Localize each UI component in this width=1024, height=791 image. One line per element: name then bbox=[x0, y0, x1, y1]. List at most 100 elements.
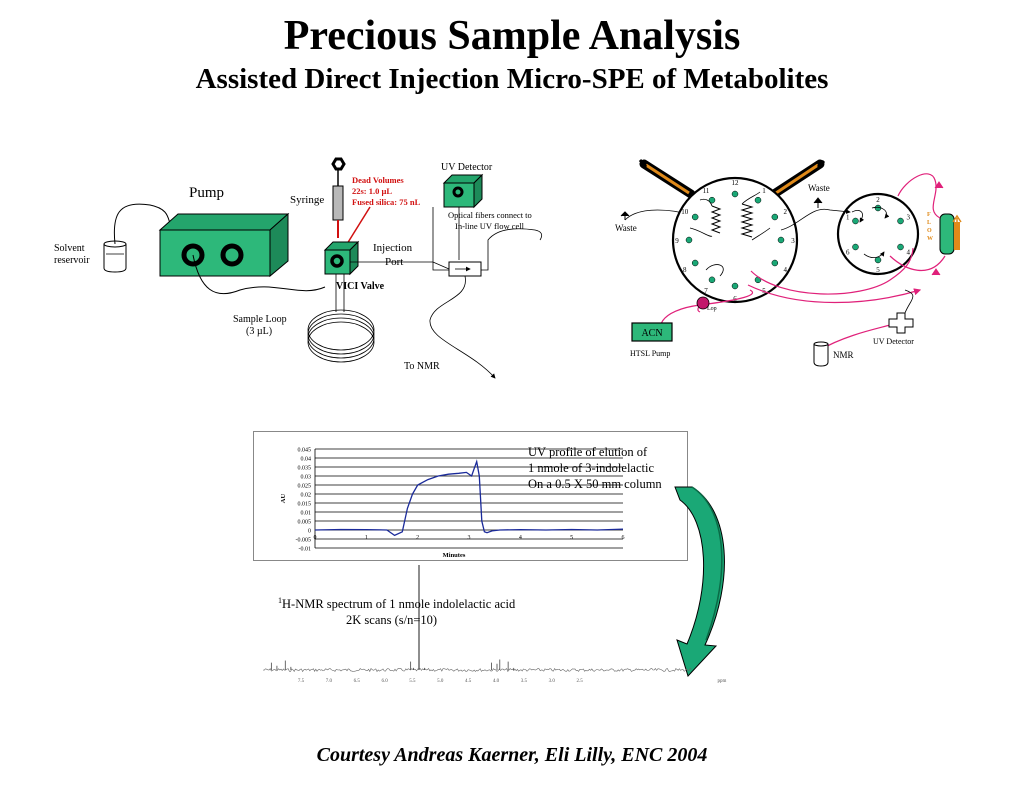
valve-port-label: 2 bbox=[876, 196, 880, 204]
uv-y-tick-label: 0.04 bbox=[301, 457, 312, 463]
nmr-x-tick-label: 7.0 bbox=[326, 679, 333, 684]
uv-detector-right-label: UV Detector bbox=[873, 337, 914, 346]
waste-right-arrow bbox=[813, 197, 823, 208]
valve-port bbox=[897, 243, 904, 251]
uv-y-tick-label: 0.005 bbox=[298, 520, 312, 526]
uv-y-tick-label: 0.03 bbox=[301, 475, 312, 481]
valve-port-label: 3 bbox=[907, 214, 911, 222]
valve-port bbox=[708, 276, 716, 284]
nmr-x-tick-label: 6.5 bbox=[354, 679, 361, 684]
uv-y-tick-label: 0.01 bbox=[301, 511, 312, 517]
valve-port bbox=[874, 204, 882, 212]
nmr-x-tick-label: 5.0 bbox=[437, 679, 444, 684]
valve-port bbox=[771, 213, 779, 221]
nmr-baseline-noise bbox=[262, 667, 692, 673]
uv-y-tick-label: 0.035 bbox=[298, 466, 312, 472]
nmr-x-tick-label: 5.5 bbox=[409, 679, 416, 684]
uv-elution-chart: 0.0450.040.0350.030.0250.020.0150.010.00… bbox=[280, 448, 625, 560]
uv-detector-cross-icon bbox=[888, 312, 914, 334]
uv-detector-box bbox=[442, 173, 484, 209]
nmr-caption: 1H-NMR spectrum of 1 nmole indolelactic … bbox=[278, 593, 515, 628]
nmr-x-tick-label: 6.0 bbox=[381, 679, 388, 684]
acn-label: ACN bbox=[641, 328, 662, 339]
loop-coil-1 bbox=[710, 205, 722, 234]
pump-outlet-tubing bbox=[192, 254, 326, 295]
six-port-valve bbox=[836, 192, 920, 276]
lop-label: Lop bbox=[707, 306, 717, 312]
valve-port bbox=[685, 236, 693, 244]
to-nmr-label: To NMR bbox=[404, 361, 440, 372]
page-title: Precious Sample Analysis bbox=[283, 13, 741, 59]
optical-fibers-label-2: In-line UV flow cell bbox=[455, 221, 525, 231]
sample-loop-coil bbox=[307, 274, 375, 363]
uv-y-tick-label: -0.01 bbox=[299, 547, 312, 553]
uv-trace-line bbox=[314, 459, 624, 537]
nmr-x-tick-label: 7.5 bbox=[298, 679, 305, 684]
uv-y-tick-label: 0.015 bbox=[298, 502, 312, 508]
valve-port bbox=[691, 259, 699, 267]
valve-port-label: 4 bbox=[907, 249, 911, 257]
valve-port bbox=[754, 196, 762, 204]
pump-head-icon bbox=[181, 243, 205, 267]
flow-letter: L bbox=[927, 220, 931, 226]
uv-caption-line-2: 1 nmole of 3-indolelactic bbox=[528, 461, 655, 475]
valve-port-label: 10 bbox=[681, 208, 689, 216]
nmr-x-tick-label: 2.5 bbox=[576, 679, 583, 684]
uv-y-tick-label: -0.005 bbox=[296, 538, 312, 544]
waste-left-arrow bbox=[620, 211, 630, 220]
valve-port-label: 9 bbox=[675, 237, 679, 245]
lop-port-icon bbox=[696, 296, 710, 310]
credit-line: Courtesy Andreas Kaerner, Eli Lilly, ENC… bbox=[316, 744, 708, 766]
uv-x-tick-label: 1 bbox=[365, 535, 368, 541]
spe-column-icon bbox=[939, 213, 962, 255]
nmr-caption-line-1: H-NMR spectrum of 1 nmole indolelactic a… bbox=[282, 597, 516, 612]
vici-valve bbox=[323, 240, 360, 276]
dead-volumes-label: Dead Volumes bbox=[352, 175, 404, 185]
left-syringe-icon bbox=[638, 159, 696, 199]
valve-port-label: 5 bbox=[876, 266, 880, 274]
to-nmr-line bbox=[350, 261, 495, 378]
valve-port bbox=[897, 217, 904, 225]
flow-letter: F bbox=[927, 212, 931, 218]
dead-volumes-22s: 22s: 1.0 µL bbox=[352, 186, 392, 196]
nmr-label: NMR bbox=[833, 350, 854, 360]
left-flow-diagram: Solvent reservoir Pump Syringe Dead Volu… bbox=[54, 157, 543, 378]
optical-fibers-label-1: Optical fibers connect to bbox=[448, 210, 532, 220]
uv-caption-line-1: UV profile of elution of bbox=[528, 445, 648, 459]
uv-y-axis-label: AU bbox=[280, 494, 287, 504]
twelve-port-valve bbox=[671, 176, 799, 304]
valve-port bbox=[731, 190, 739, 198]
uv-x-tick-label: 3 bbox=[468, 535, 471, 541]
uv-caption: UV profile of elution of 1 nmole of 3-in… bbox=[528, 444, 662, 492]
sample-loop-label-1: Sample Loop bbox=[233, 314, 287, 325]
valve-port-label: 6 bbox=[846, 249, 850, 257]
uv-x-tick-label: 6 bbox=[622, 535, 625, 541]
acn-pump-box bbox=[631, 322, 673, 342]
valve-port bbox=[731, 282, 739, 290]
waste-right-label: Waste bbox=[808, 183, 830, 193]
dead-volumes-fused-silica: Fused silica: 75 nL bbox=[352, 197, 421, 207]
valve-port-label: 4 bbox=[783, 266, 787, 274]
valve-port bbox=[777, 236, 785, 244]
valve-port bbox=[708, 196, 716, 204]
valve-port-label: 1 bbox=[846, 214, 850, 222]
flow-letter: W bbox=[927, 236, 933, 242]
valve-port-label: 8 bbox=[683, 266, 687, 274]
valve-port-label: 12 bbox=[732, 179, 740, 187]
valve-port bbox=[874, 256, 882, 264]
valve-port bbox=[691, 213, 699, 221]
flow-letter: O bbox=[927, 228, 932, 234]
pump-box bbox=[158, 212, 290, 278]
uv-x-axis-label: Minutes bbox=[443, 552, 466, 559]
uv-y-tick-label: 0.045 bbox=[298, 448, 312, 454]
valve-port-label: 1 bbox=[762, 187, 766, 195]
pump-label: Pump bbox=[189, 185, 224, 201]
sample-loop-label-2: (3 µL) bbox=[246, 326, 272, 337]
uv-y-tick-label: 0.025 bbox=[298, 484, 312, 490]
page-subtitle: Assisted Direct Injection Micro-SPE of M… bbox=[195, 63, 829, 95]
valve-port-label: 11 bbox=[703, 187, 710, 195]
solvent-reservoir-label-2: reservoir bbox=[54, 255, 90, 266]
